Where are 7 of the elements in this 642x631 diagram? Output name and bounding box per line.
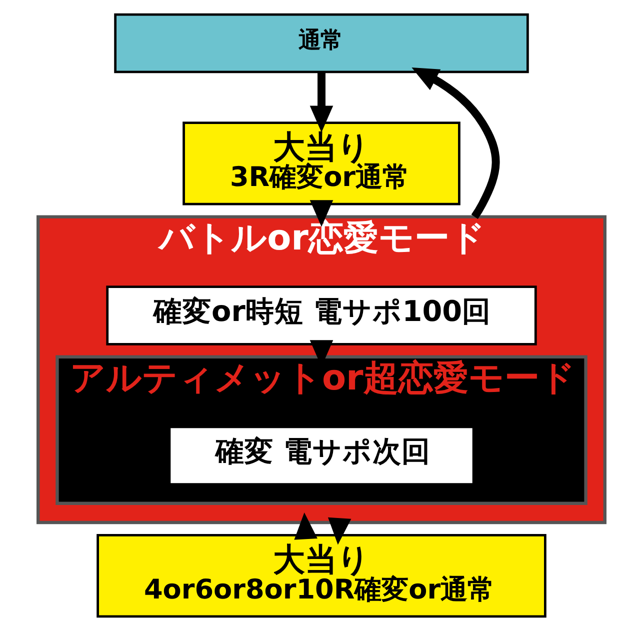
- node-box: 確変 電サポ次回: [168, 426, 474, 486]
- arrow: [327, 517, 351, 545]
- arrow: [309, 72, 333, 132]
- arrow: [411, 68, 500, 220]
- node-box: 通常: [114, 13, 528, 74]
- arrow: [294, 512, 317, 540]
- arrow: [309, 200, 333, 227]
